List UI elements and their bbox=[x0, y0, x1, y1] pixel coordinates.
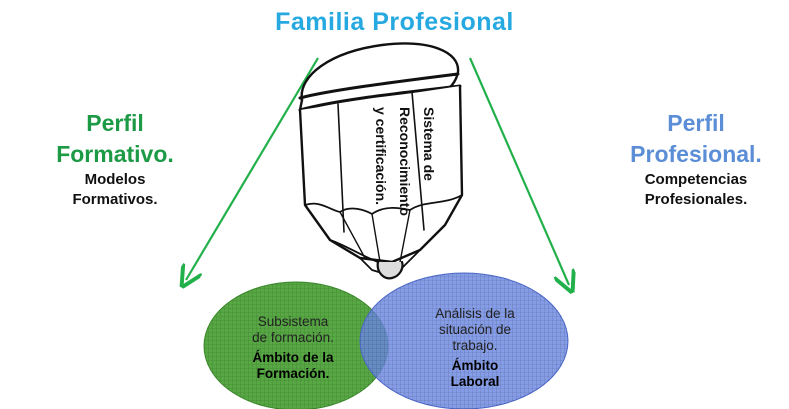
right-circle-line-2: situación de bbox=[438, 322, 512, 337]
arrow-left bbox=[186, 57, 319, 280]
diagram-title: Familia Profesional bbox=[275, 8, 514, 36]
left-circle-bold-line-2: Formación. bbox=[256, 366, 330, 381]
left-profile-block: Perfil Formativo. Modelos Formativos. bbox=[20, 108, 210, 210]
pencil-text-line-1: Sistema de bbox=[421, 107, 437, 181]
right-sub-line-2: Profesionales. bbox=[644, 191, 748, 208]
right-heading-line-1: Perfil bbox=[667, 110, 725, 136]
right-profile-block: Perfil Profesional. Competencias Profesi… bbox=[596, 108, 789, 210]
right-sub-line-1: Competencias bbox=[644, 171, 748, 188]
left-circle-line-1: Subsistema bbox=[257, 314, 329, 329]
left-heading-line-1: Perfil bbox=[86, 110, 144, 136]
pencil-label: Sistema de Reconocimiento y certificació… bbox=[373, 107, 437, 216]
right-circle-line-3: trabajo. bbox=[452, 338, 498, 353]
venn-diagram bbox=[203, 272, 569, 409]
left-circle-line-2: de formación. bbox=[252, 330, 334, 345]
arrow-right bbox=[468, 57, 569, 285]
left-heading-line-2: Formativo. bbox=[56, 141, 174, 167]
pencil-illustration bbox=[298, 42, 464, 280]
right-circle-bold-line-1: Ámbito bbox=[451, 358, 499, 373]
right-circle-bold-line-2: Laboral bbox=[450, 374, 500, 389]
pencil-text-line-3: y certificación. bbox=[373, 107, 389, 205]
left-circle-bold-line-1: Ámbito de la bbox=[252, 350, 334, 365]
right-heading-line-2: Profesional. bbox=[630, 141, 762, 167]
left-sub-line-2: Formativos. bbox=[72, 191, 158, 208]
pencil-text-line-2: Reconocimiento bbox=[397, 107, 413, 216]
left-sub-line-1: Modelos bbox=[84, 171, 146, 188]
left-circle-label: Subsistema de formación. Ámbito de la Fo… bbox=[228, 314, 358, 382]
right-circle-line-1: Análisis de la bbox=[435, 306, 515, 321]
right-circle-label: Análisis de la situación de trabajo. Ámb… bbox=[400, 306, 550, 390]
